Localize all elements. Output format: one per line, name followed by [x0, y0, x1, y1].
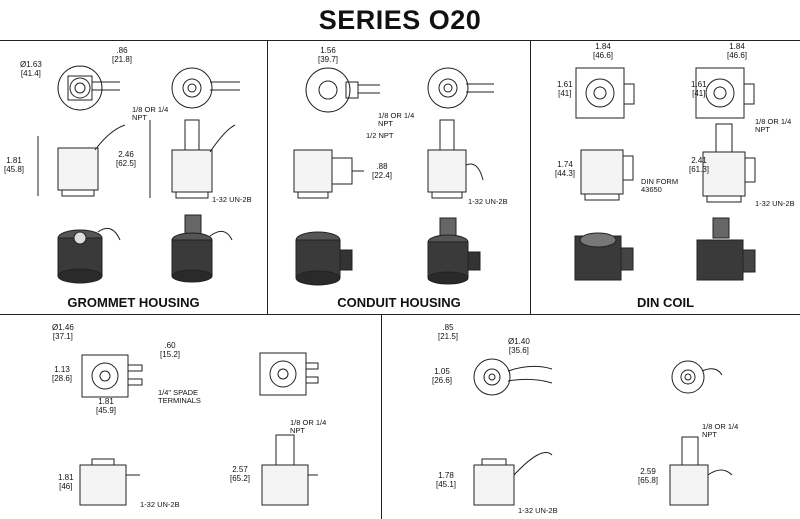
leads-panel: .85 [21.5] Ø1.40 [35.6] 1.05 [26.6] 1.78…	[382, 315, 800, 519]
din-npt-note: 1/8 OR 1/4 NPT	[755, 117, 792, 134]
grommet-panel: Ø1.63 [41.4] .86 [21.8] 1.81 [45.8] 2.46…	[0, 40, 268, 315]
din-drawings	[574, 67, 756, 281]
din-height2-dim: 1.61 [41]	[691, 80, 707, 98]
din-panel: 1.84 [46.6] 1.84 [46.6] 1.61 [41] 1.61 […	[531, 40, 800, 315]
grommet-dia-dim: Ø1.63 [41.4]	[20, 60, 42, 78]
din-form-note: DIN FORM 43650	[641, 177, 679, 194]
conduit-panel: 1.56 [39.7] 1/8 OR 1/4 NPT 1/2 NPT .88 […	[268, 40, 531, 315]
din-width2-dim: 1.84 [46.6]	[727, 42, 748, 60]
grommet-height1-dim: 1.81 [45.8]	[4, 156, 25, 174]
leads-dia-dim: Ø1.40 [35.6]	[508, 337, 530, 355]
grommet-caption: GROMMET HOUSING	[67, 295, 200, 310]
page-title: SERIES O20	[0, 0, 800, 41]
grommet-drawings	[37, 65, 240, 284]
din-height3-dim: 1.74 [44.3]	[555, 160, 576, 178]
din-height1-dim: 1.61 [41]	[557, 80, 573, 98]
grommet-height2-dim: 2.46 [62.5]	[116, 150, 137, 168]
conduit-width-dim: 1.56 [39.7]	[318, 46, 339, 64]
leads-height3-dim: 2.59 [65.8]	[638, 467, 659, 485]
conduit-depth-dim: .88 [22.4]	[372, 162, 393, 180]
conduit-npt2-note: 1/2 NPT	[366, 131, 394, 140]
din-width1-dim: 1.84 [46.6]	[593, 42, 614, 60]
spade-panel: Ø1.46 [37.1] .60 [15.2] 1.13 [28.6] 1.81…	[0, 315, 382, 519]
spade-width2-dim: 1.81 [45.9]	[96, 397, 117, 415]
grommet-width-dim: .86 [21.8]	[112, 46, 133, 64]
spade-terminal-note: 1/4" SPADE TERMINALS	[158, 388, 201, 405]
conduit-thread-note: 1-32 UN-2B	[468, 197, 508, 206]
spade-height-dim: 1.13 [28.6]	[52, 365, 73, 383]
leads-height2-dim: 1.78 [45.1]	[436, 471, 457, 489]
spade-height3-dim: 2.57 [65.2]	[230, 465, 251, 483]
spade-drawings	[79, 352, 319, 506]
leads-width-dim: .85 [21.5]	[438, 323, 459, 341]
spade-height2-dim: 1.81 [46]	[58, 473, 74, 491]
spade-dia-dim: Ø1.46 [37.1]	[52, 323, 74, 341]
grommet-thread-note: 1-32 UN-2B	[212, 195, 252, 204]
spade-npt-note: 1/8 OR 1/4 NPT	[290, 418, 327, 435]
din-caption: DIN COIL	[636, 295, 695, 310]
leads-npt-note: 1/8 OR 1/4 NPT	[702, 422, 739, 439]
conduit-caption: CONDUIT HOUSING	[337, 295, 461, 310]
din-height4-dim: 2.41 [61.3]	[689, 156, 710, 174]
leads-thread-note: 1-32 UN-2B	[518, 506, 558, 515]
din-thread-note: 1-32 UN-2B	[755, 199, 795, 208]
conduit-drawings	[293, 67, 494, 286]
leads-height-dim: 1.05 [26.6]	[432, 367, 453, 385]
spade-thread-note: 1-32 UN-2B	[140, 500, 180, 509]
grommet-npt-note: 1/8 OR 1/4 NPT	[132, 105, 169, 122]
spade-width-dim: .60 [15.2]	[160, 341, 181, 359]
conduit-npt-note: 1/8 OR 1/4 NPT	[378, 111, 415, 128]
leads-drawings	[473, 358, 733, 506]
